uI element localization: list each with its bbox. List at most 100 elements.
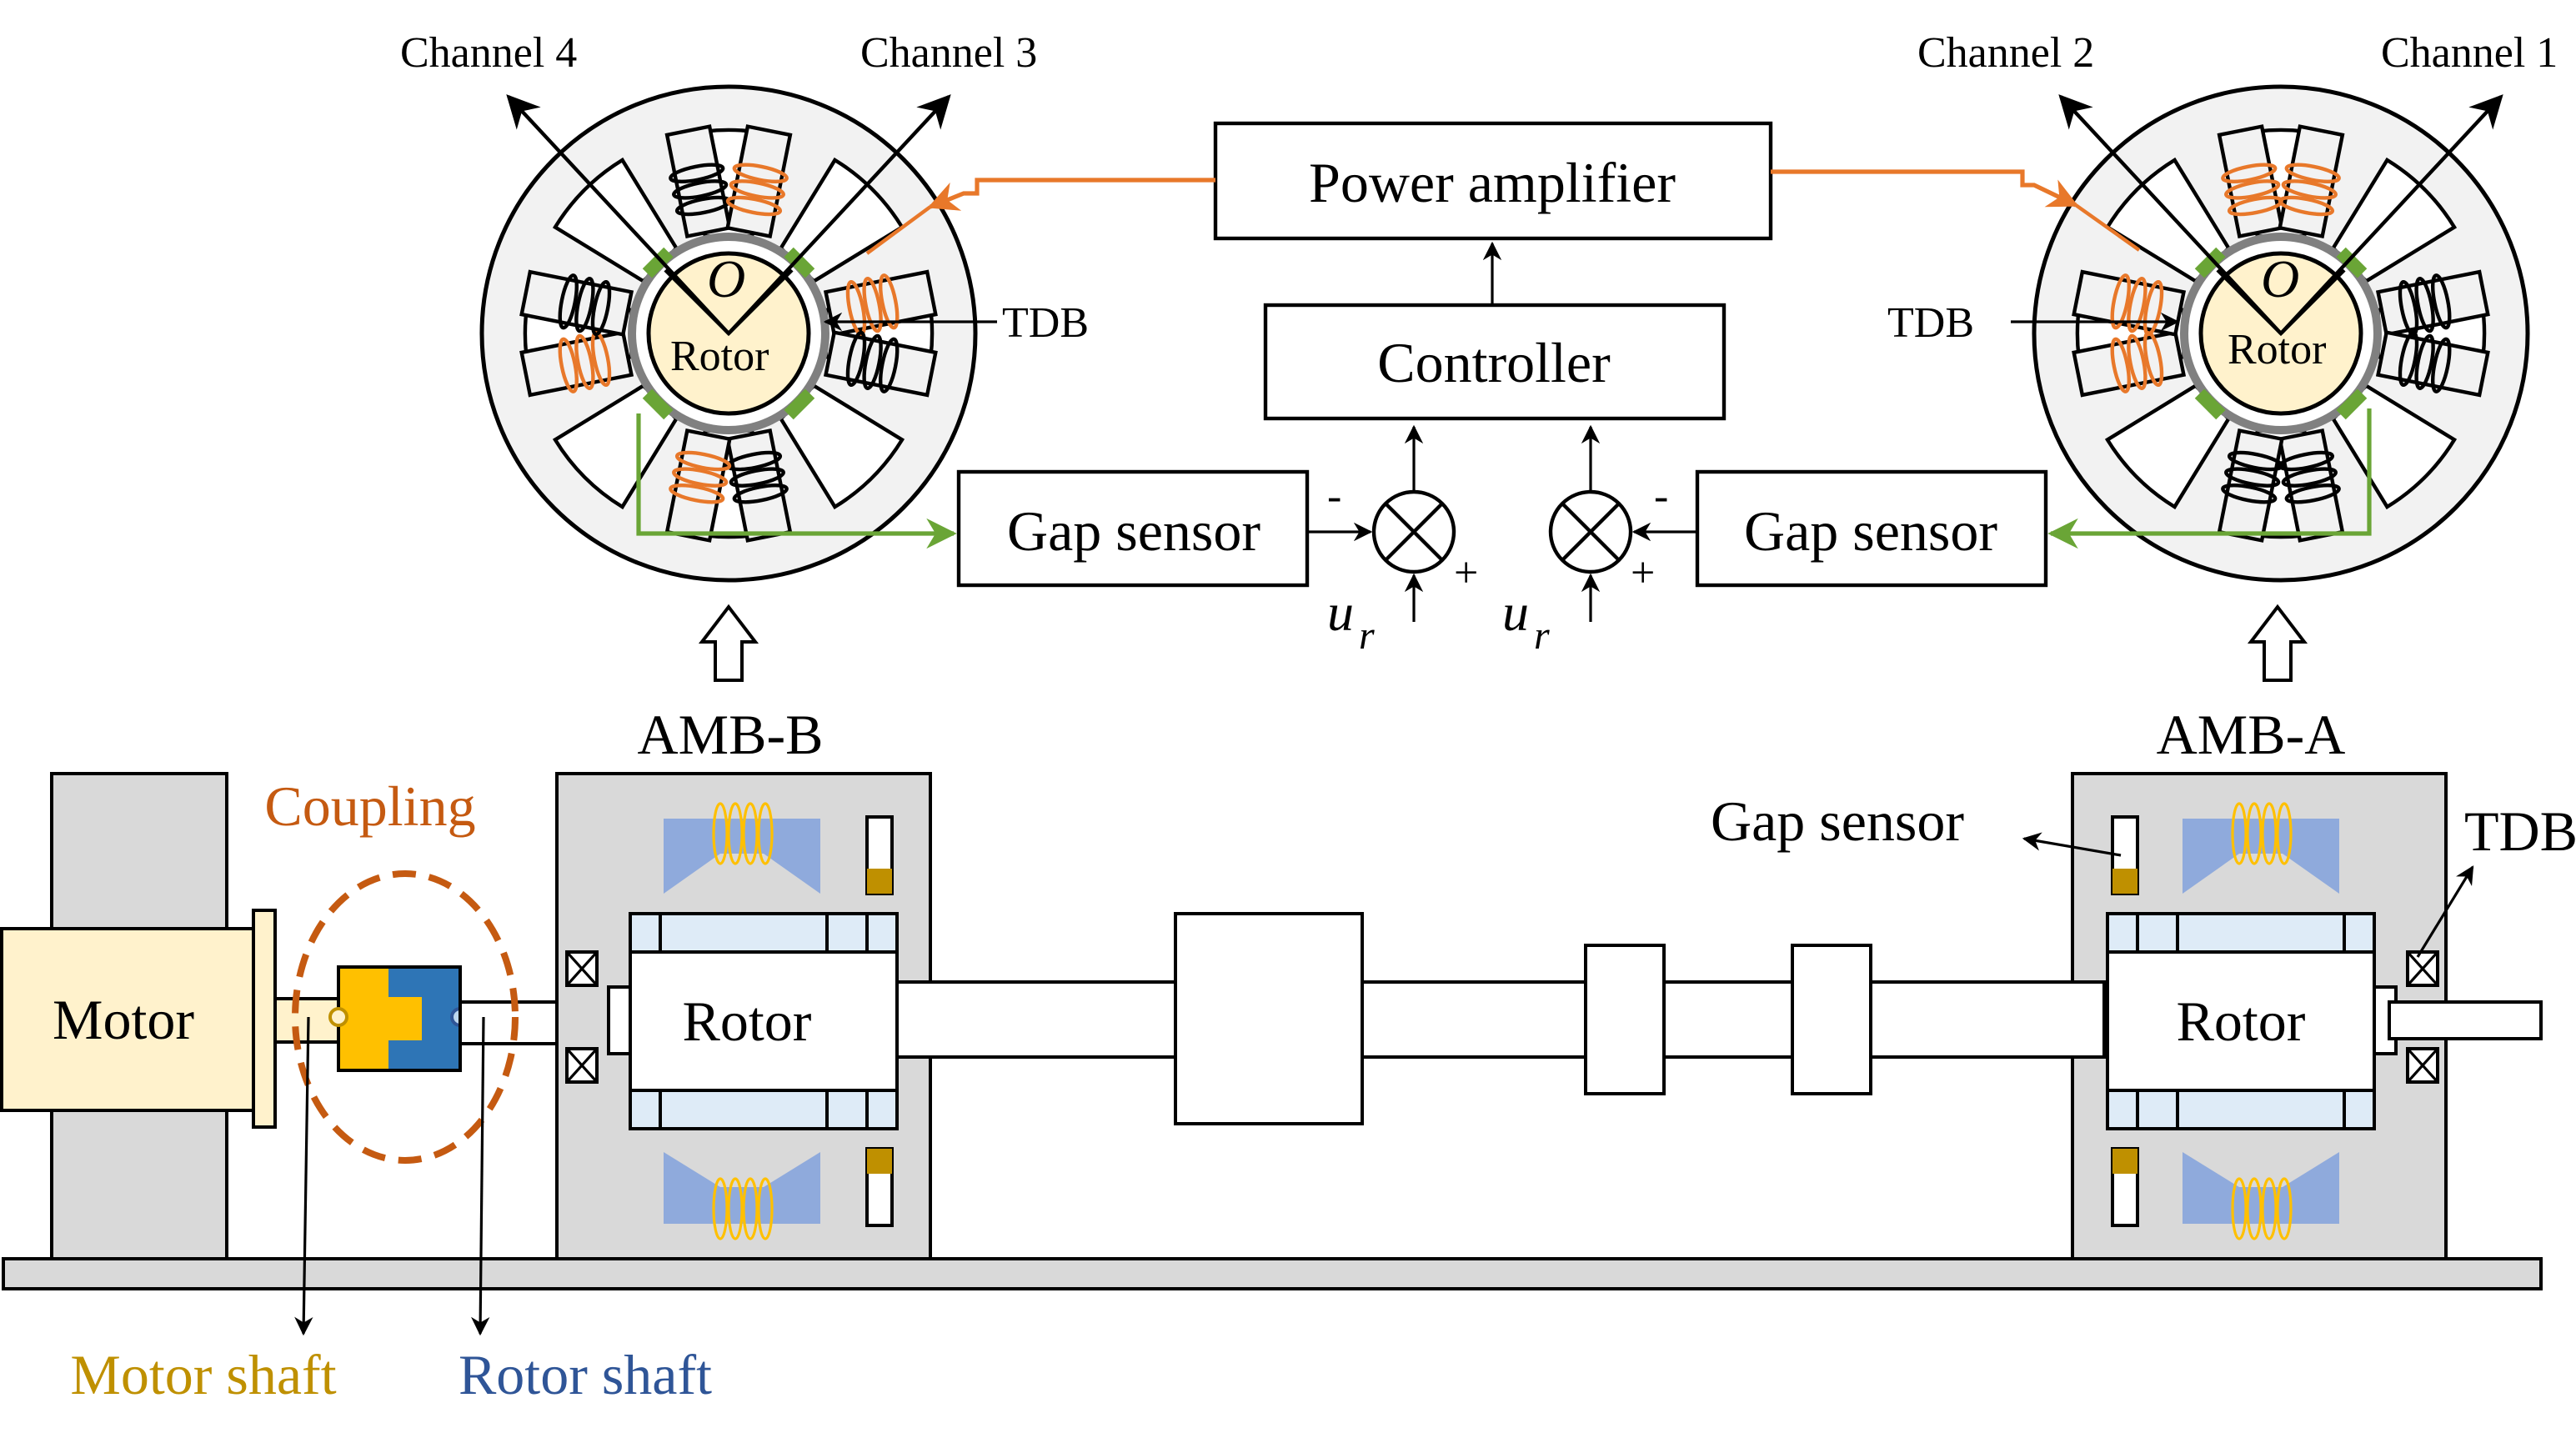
magnet-coil-turn	[2231, 802, 2248, 865]
channel-3-label: Channel 3	[860, 29, 1037, 77]
coil-turn	[2142, 279, 2164, 337]
power-line-a-coil-lead	[2074, 203, 2141, 252]
right-reference-sub: r	[1534, 614, 1550, 658]
stator-pole	[2217, 124, 2284, 239]
stator-slot	[552, 157, 679, 284]
stator-slot	[2104, 157, 2232, 284]
magnet-coil-turn	[727, 1177, 744, 1240]
electromagnet-lower	[664, 1152, 820, 1224]
amb-b-label: AMB-B	[638, 703, 824, 766]
coil-turn	[862, 277, 883, 333]
summing-junction-right	[1548, 489, 1633, 574]
rotor-lamination-lower	[629, 1084, 899, 1130]
rotor-shaft-callout-arrow	[471, 1016, 490, 1336]
sensor-line-from-amb-a	[2047, 408, 2372, 549]
coil-turn	[2224, 179, 2281, 200]
center-o-label-a: O	[2261, 249, 2299, 308]
rotor-b-label: Rotor	[683, 990, 812, 1053]
channel-2-arrow	[2058, 94, 2283, 335]
motor-body	[0, 927, 257, 1112]
rotor-a-label: Rotor	[2177, 990, 2306, 1053]
main-shaft-segment-1	[895, 980, 1177, 1059]
left-plus-sign: +	[1454, 549, 1478, 597]
hollow-arrow-up-b	[698, 604, 759, 682]
channel-1-arrow	[2279, 94, 2503, 335]
coil-turn	[2221, 163, 2278, 183]
magnet-coil-turn	[2261, 1177, 2278, 1240]
tdb-label-b-top: TDB	[1002, 299, 1089, 347]
magnet-coil-turn	[2276, 802, 2293, 865]
stator-pole	[2278, 428, 2345, 543]
gap-sensor-lower-tip	[867, 1149, 892, 1174]
magnet-coil-turn	[757, 802, 774, 865]
coil-turn	[669, 163, 725, 183]
magnet-coil-turn	[2261, 802, 2278, 865]
gap-sensor-right-label: Gap sensor	[1744, 499, 1997, 563]
gap-sensor-upper-tip	[2112, 869, 2137, 894]
magnet-coil-turn	[742, 1177, 759, 1240]
stator-pole	[823, 330, 938, 398]
channel-1-label: Channel 1	[2381, 29, 2558, 77]
rotor-shaft-label: Rotor shaft	[459, 1343, 712, 1406]
sensor-pad	[784, 388, 815, 420]
coupling-highlight-ring	[292, 870, 519, 1164]
coil-turn	[674, 450, 732, 472]
stator-slot	[2330, 157, 2458, 284]
magnet-coil-turn	[712, 802, 729, 865]
tdb-callout-arrow	[2416, 865, 2474, 958]
coil-turn	[574, 333, 595, 390]
left-reference-u: u	[1327, 583, 1354, 642]
amb-b-housing	[555, 772, 932, 1260]
power-line-to-amb-b	[927, 178, 1215, 211]
coil-turn	[2431, 273, 2452, 330]
stator-slot	[552, 383, 679, 510]
power-line-to-amb-a	[1771, 169, 2079, 208]
right-minus-sign: -	[1654, 473, 1668, 520]
sensor-pad	[2194, 388, 2226, 420]
rotor-label-a-top: Rotor	[2228, 326, 2326, 373]
power-amplifier-label: Power amplifier	[1309, 151, 1676, 214]
rotor-lamination-upper	[2106, 912, 2376, 959]
motor-shaft-marker	[328, 1007, 348, 1027]
gap-sensor-callout-arrow	[2022, 832, 2122, 857]
magnet-coil-turn	[2246, 1177, 2263, 1240]
channel-4-label: Channel 4	[400, 29, 577, 77]
sensor-pad	[642, 388, 674, 420]
coil-turn	[729, 179, 785, 200]
stator-pole	[664, 428, 732, 543]
sensor-pad	[2336, 388, 2368, 420]
stator-slot	[2330, 383, 2458, 510]
motor-shaft-label: Motor shaft	[70, 1343, 336, 1406]
stator-pole	[519, 330, 634, 398]
coil-turn	[2281, 179, 2338, 200]
stator-pole	[2375, 330, 2490, 398]
motor-shaft	[273, 997, 340, 1044]
gap-sensor-lower-tip	[2112, 1149, 2137, 1174]
coil-turn	[879, 337, 900, 393]
shaft-disk-small-2	[1791, 944, 1872, 1095]
coil-turn	[558, 337, 579, 393]
motor-shaft-callout-arrow	[294, 1016, 313, 1336]
sensor-pad	[2194, 247, 2226, 278]
tdb-label-a-top: TDB	[1887, 299, 1974, 347]
coil-turn	[2414, 277, 2435, 333]
coil-turn	[2281, 467, 2338, 488]
stator-pole	[725, 428, 793, 543]
stator-pole	[2278, 124, 2345, 239]
rotor-shaft-right-end	[2388, 1000, 2543, 1040]
rotor-core	[629, 950, 899, 1092]
controller-label: Controller	[1377, 331, 1611, 394]
coil-turn	[2284, 163, 2341, 183]
base-plate	[2, 1257, 2543, 1290]
magnet-coil-turn	[2276, 1177, 2293, 1240]
main-shaft-segment-4	[1869, 980, 2106, 1059]
motor-label: Motor	[53, 988, 194, 1051]
coil-turn	[732, 163, 789, 183]
stator-pole	[2072, 330, 2187, 398]
stator-pole	[519, 269, 634, 337]
magnet-coil-turn	[2246, 802, 2263, 865]
amb-a-label: AMB-A	[2157, 703, 2346, 766]
electromagnet-upper	[664, 819, 820, 894]
power-line-b-coil-lead	[865, 205, 932, 255]
